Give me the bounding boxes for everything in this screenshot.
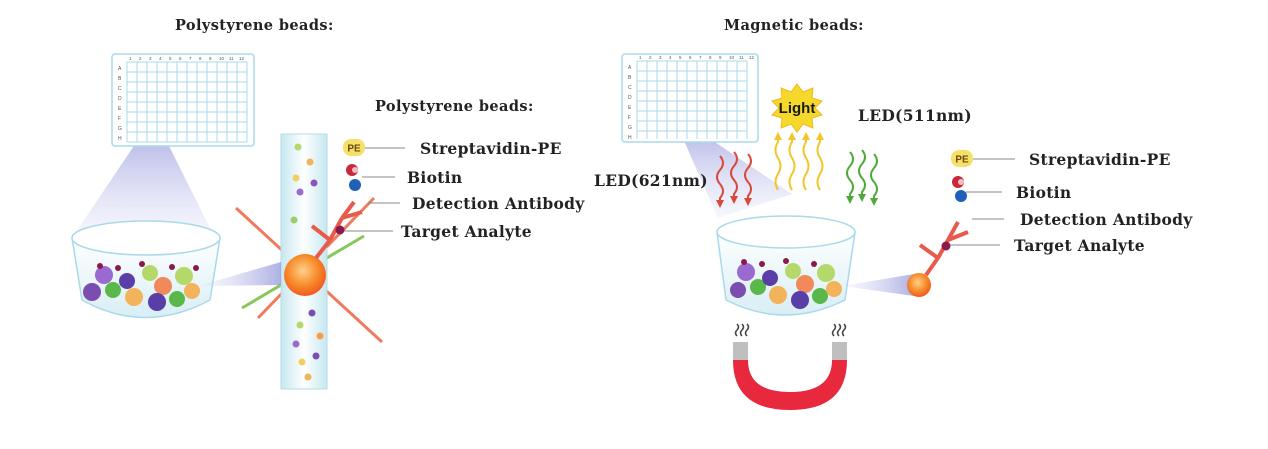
green-led-ray-heads <box>846 194 878 206</box>
plate-row-label-right: E <box>628 105 632 111</box>
left-panel-title: Polystyrene beads: <box>175 17 334 34</box>
label-biotin-right: Biotin <box>1016 183 1072 202</box>
light-ray-heads <box>774 132 824 140</box>
leader-lines-right <box>950 158 1015 246</box>
plate-column-label-left: 4 <box>159 56 162 61</box>
bowl-beads-left <box>83 261 200 311</box>
right-panel-title: Magnetic beads: <box>724 17 864 34</box>
plate-row-label-left: D <box>118 96 122 102</box>
plate-row-label-left: B <box>118 76 122 82</box>
plate-column-label-right: 5 <box>679 55 682 60</box>
plate-column-label-right: 9 <box>719 55 722 60</box>
microplate-right <box>621 53 759 143</box>
zoom-cone-right <box>842 274 914 296</box>
red-led-rays <box>716 151 752 202</box>
plate-row-label-left: C <box>118 86 122 92</box>
plate-row-label-right: H <box>628 135 632 141</box>
plate-column-label-right: 2 <box>649 55 652 60</box>
pe-badge-right: PE <box>955 155 969 166</box>
plate-row-label-left: A <box>118 66 122 72</box>
magnification-cone <box>72 122 215 238</box>
plate-column-label-right: 11 <box>739 55 744 60</box>
petri-bowl-right <box>716 215 856 316</box>
plate-column-label-left: 12 <box>239 56 245 61</box>
plate-row-label-left: G <box>118 126 122 132</box>
plate-row-label-left: H <box>118 136 122 142</box>
plate-column-label-right: 8 <box>709 55 712 60</box>
plate-column-label-left: 3 <box>149 56 152 61</box>
plate-column-label-left: 8 <box>199 56 202 61</box>
plate-column-label-right: 3 <box>659 55 662 60</box>
plate-row-label-left: F <box>118 116 121 122</box>
left-panel-subtitle: Polystyrene beads: <box>375 98 534 115</box>
plate-row-label-right: C <box>628 85 632 91</box>
antibody-assembly-left: PE <box>310 139 365 260</box>
bowl-beads-right <box>730 258 842 309</box>
label-target-right: Target Analyte <box>1014 236 1145 255</box>
plate-column-label-left: 11 <box>229 56 234 61</box>
light-burst: Light <box>771 83 823 133</box>
label-biotin-left: Biotin <box>407 168 463 187</box>
antibody-assembly-right: PE <box>918 150 973 277</box>
label-target-left: Target Analyte <box>401 222 532 241</box>
label-detection-right: Detection Antibody <box>1020 210 1193 229</box>
plate-column-label-right: 4 <box>669 55 672 60</box>
plate-row-label-right: G <box>628 125 632 131</box>
light-label: Light <box>779 100 816 117</box>
label-detection-left: Detection Antibody <box>412 194 585 213</box>
label-streptavidin-left: Streptavidin-PE <box>420 139 562 158</box>
plate-column-label-left: 6 <box>179 56 182 61</box>
magnet <box>733 323 847 410</box>
plate-column-label-right: 7 <box>699 55 702 60</box>
plate-row-label-right: B <box>628 75 632 81</box>
light-rays <box>774 138 824 191</box>
led-green-label: LED(511nm) <box>858 106 972 125</box>
plate-column-label-left: 5 <box>169 56 172 61</box>
plate-column-label-left: 9 <box>209 56 212 61</box>
plate-column-label-right: 10 <box>729 55 735 60</box>
plate-column-label-left: 1 <box>129 56 132 61</box>
zoom-cone-left <box>198 262 281 286</box>
plate-column-label-left: 10 <box>219 56 225 61</box>
plate-row-label-left: E <box>118 106 122 112</box>
plate-row-label-right: A <box>628 65 632 71</box>
plate-column-label-right: 6 <box>689 55 692 60</box>
magnetic-bead-right <box>907 273 931 297</box>
fluorescent-bead-left <box>284 254 326 296</box>
plate-row-label-right: D <box>628 95 632 101</box>
green-led-rays <box>846 149 878 200</box>
red-led-ray-heads <box>716 196 752 208</box>
plate-column-label-right: 12 <box>749 55 755 60</box>
microplate-left <box>111 53 255 147</box>
plate-row-label-right: F <box>628 115 631 121</box>
plate-column-label-left: 2 <box>139 56 142 61</box>
pe-badge-left: PE <box>347 144 361 155</box>
plate-column-label-right: 1 <box>639 55 642 60</box>
leader-lines-left <box>344 147 405 232</box>
led-red-label: LED(621nm) <box>594 171 708 190</box>
tube-beads <box>290 143 324 381</box>
label-streptavidin-right: Streptavidin-PE <box>1029 150 1171 169</box>
plate-column-label-left: 7 <box>189 56 192 61</box>
